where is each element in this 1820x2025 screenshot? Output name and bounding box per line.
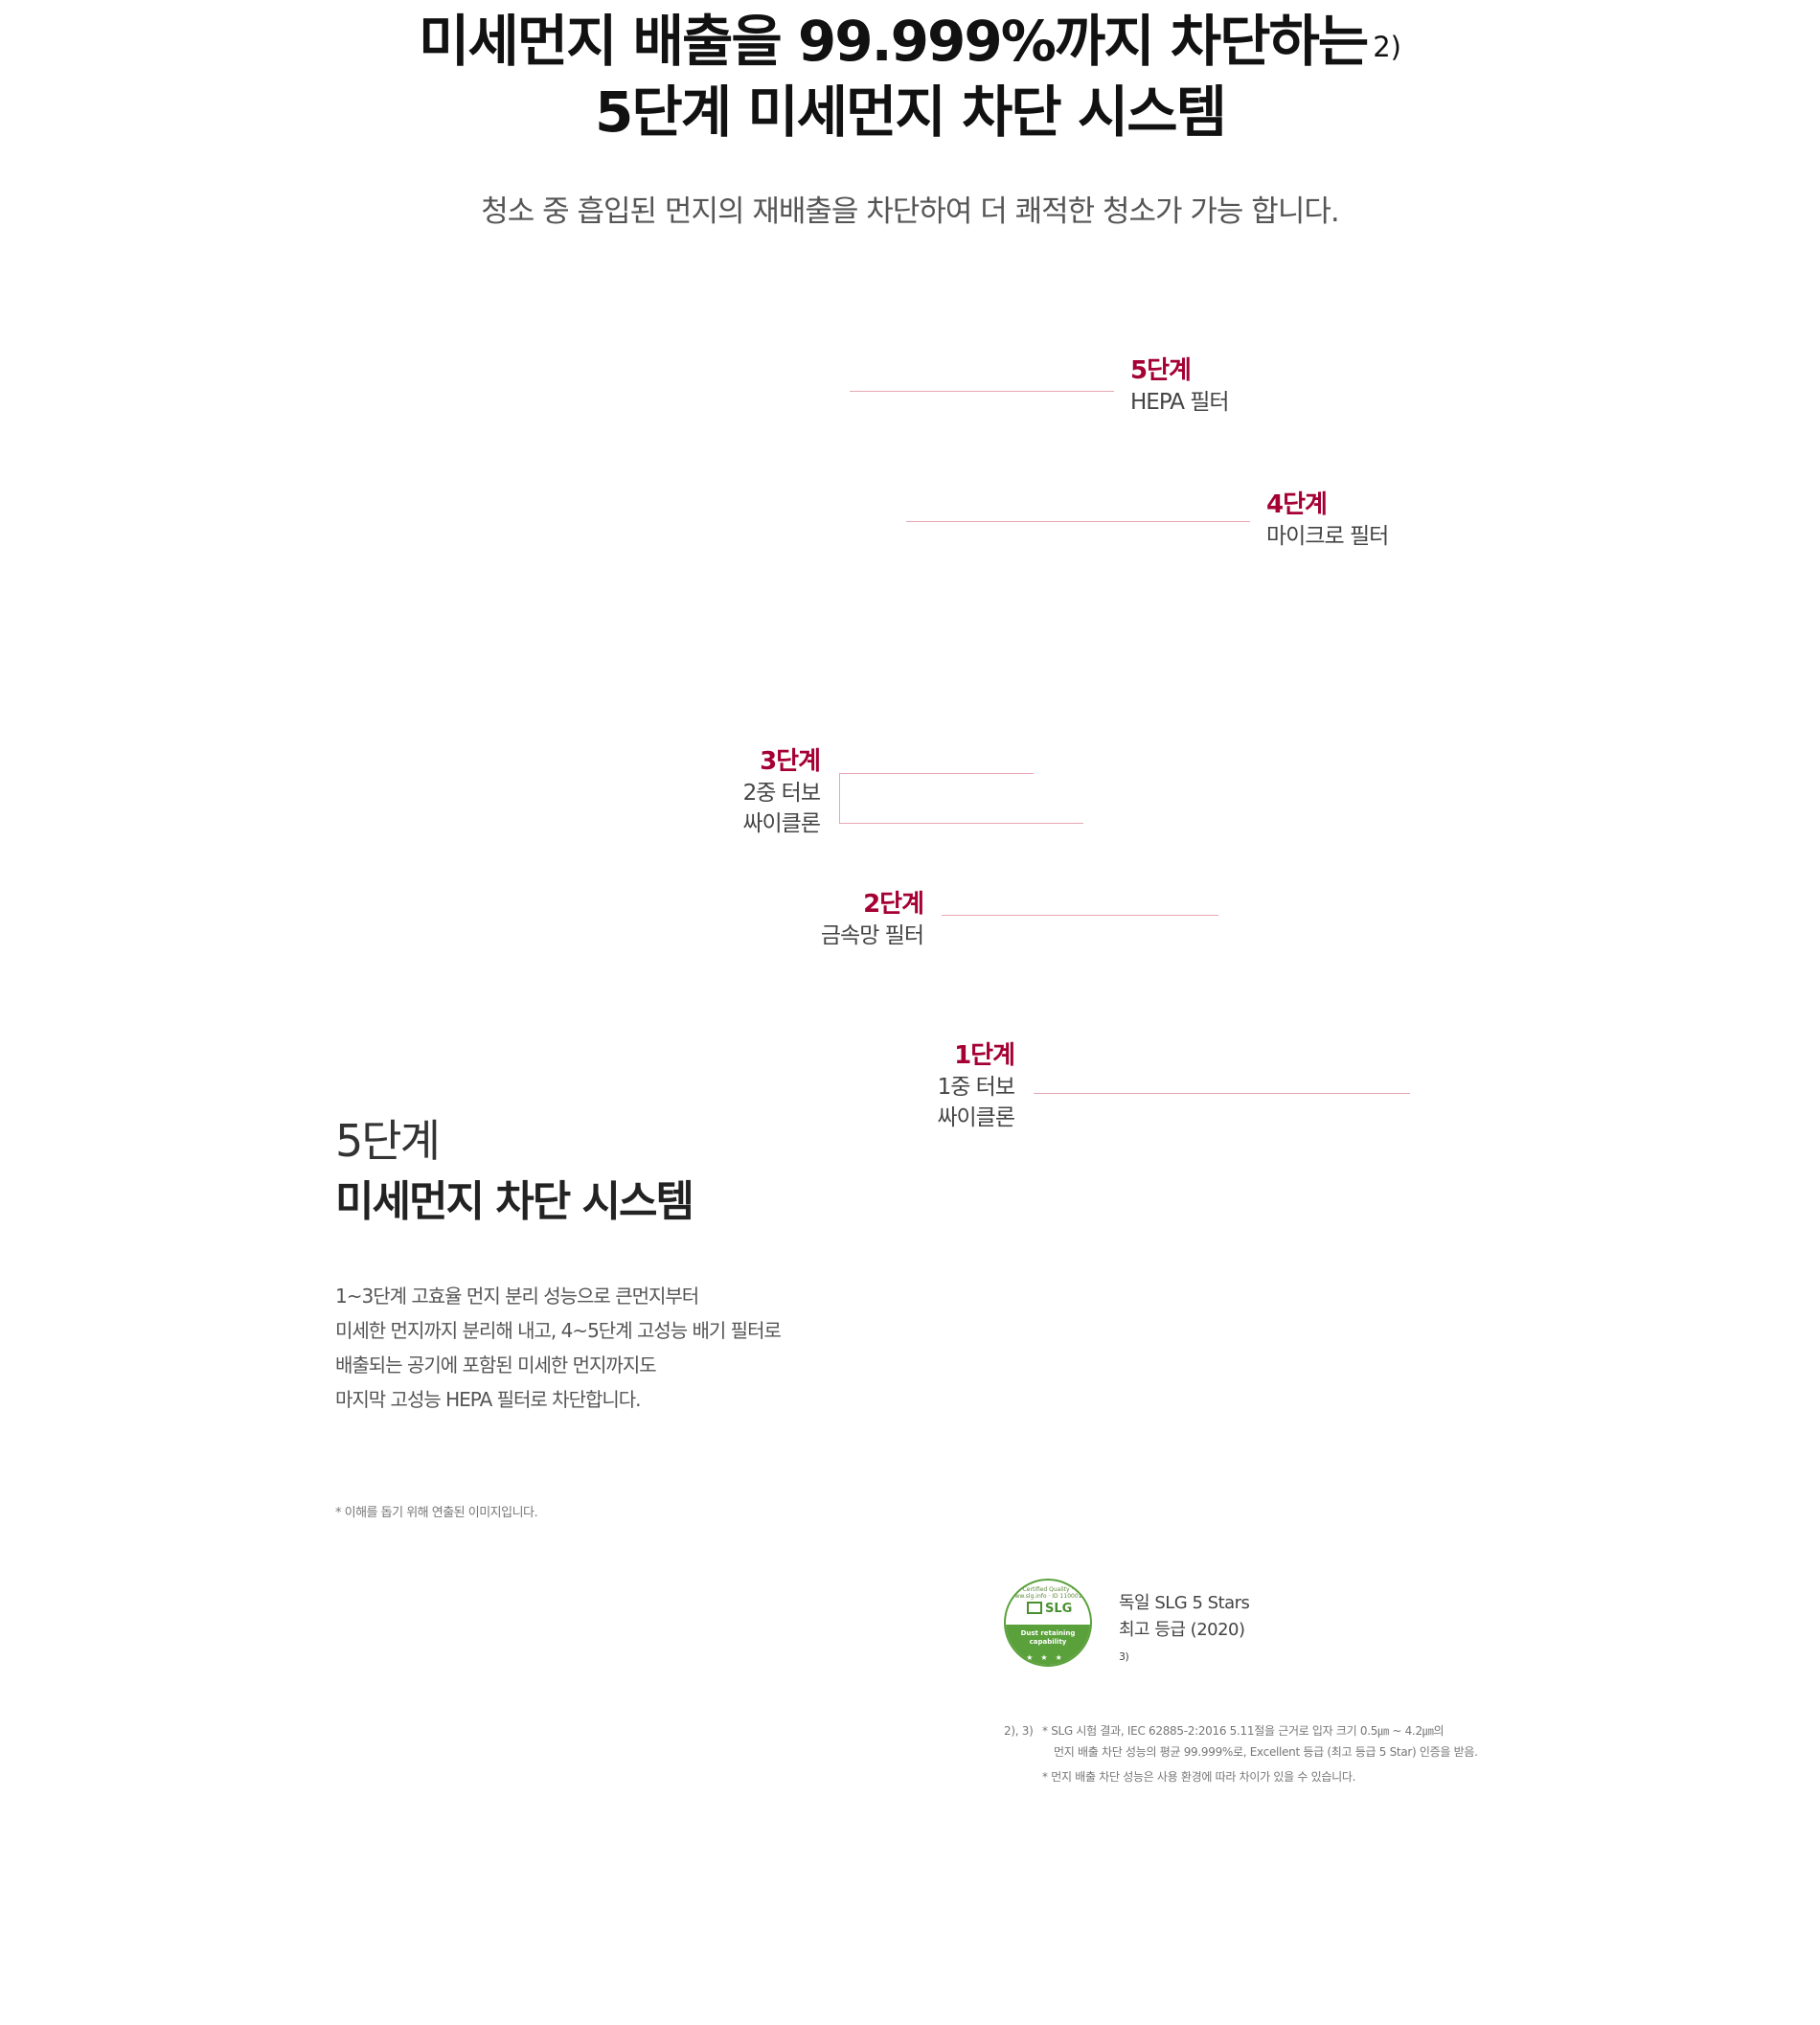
badge-stars-icon: ★★★: [1026, 1653, 1070, 1662]
title-footnote-ref: 2): [1373, 31, 1401, 63]
stage-5-name: HEPA 필터: [1130, 390, 1230, 415]
stage-5-callout: 5단계 HEPA 필터: [1130, 354, 1230, 418]
stage-2-callout: 2단계 금속망 필터: [820, 888, 924, 951]
stage-4-callout: 4단계 마이크로 필터: [1266, 489, 1389, 552]
stage-1-name-line-2: 싸이클론: [937, 1105, 1015, 1130]
description-line: 1~3단계 고효율 먼지 분리 성능으로 큰먼지부터: [335, 1285, 699, 1308]
badge-ring-text: Certified Quality · www.slg.info · ID 11…: [1010, 1586, 1086, 1600]
stage-3-callout: 3단계 2중 터보 싸이클론: [742, 745, 821, 839]
footnote-line-2: 먼지 배출 차단 성능의 평균 99.999%로, Excellent 등급 (…: [1054, 1745, 1478, 1759]
system-title-light: 5단계: [335, 1115, 441, 1167]
badge-caption: 독일 SLG 5 Stars 최고 등급 (2020) 3): [1119, 1590, 1250, 1675]
system-title-bold: 미세먼지 차단 시스템: [335, 1177, 694, 1226]
stage-1-name-line-1: 1중 터보: [937, 1075, 1015, 1100]
description-line: 마지막 고성능 HEPA 필터로 차단합니다.: [335, 1388, 642, 1411]
description-line: 미세한 먼지까지 분리해 내고, 4~5단계 고성능 배기 필터로: [335, 1319, 782, 1342]
badge-caption-line-2: 최고 등급 (2020) 3): [1119, 1620, 1245, 1663]
stage-4-leader-line: [906, 521, 1250, 522]
stage-3-name-line-2: 싸이클론: [742, 811, 821, 836]
title-line-2: 5단계 미세먼지 차단 시스템: [595, 80, 1227, 145]
stage-1-number: 1단계: [954, 1041, 1015, 1070]
stage-2-leader-line: [942, 915, 1218, 916]
badge-caption-line-1: 독일 SLG 5 Stars: [1119, 1593, 1250, 1613]
slg-logo: SLG: [1027, 1602, 1072, 1616]
description-line: 배출되는 공기에 포함된 미세한 먼지까지도: [335, 1354, 657, 1377]
stage-3-leader-line-bottom: [839, 823, 1083, 824]
stage-5-leader-line: [850, 391, 1114, 392]
footnote-reference: 2), 3): [1004, 1724, 1034, 1738]
footnote-line-3: * 먼지 배출 차단 성능은 사용 환경에 따라 차이가 있을 수 있습니다.: [1042, 1770, 1356, 1784]
stage-1-leader-line: [1034, 1093, 1410, 1094]
slg-logo-icon: [1027, 1602, 1042, 1614]
stage-5-number: 5단계: [1130, 356, 1192, 385]
slg-certification-badge: Certified Quality · www.slg.info · ID 11…: [1004, 1579, 1092, 1667]
page-subtitle: 청소 중 흡입된 먼지의 재배출을 차단하여 더 쾌적한 청소가 가능 합니다.: [481, 194, 1339, 229]
system-title: 5단계 미세먼지 차단 시스템: [335, 1111, 694, 1234]
stage-1-callout: 1단계 1중 터보 싸이클론: [937, 1039, 1015, 1133]
badge-label: Dust retaining capability: [1006, 1625, 1090, 1665]
image-disclaimer: * 이해를 돕기 위해 연출된 이미지입니다.: [335, 1506, 538, 1520]
stage-3-number: 3단계: [760, 747, 821, 776]
system-description: 1~3단계 고효율 먼지 분리 성능으로 큰먼지부터 미세한 먼지까지 분리해 …: [335, 1279, 782, 1417]
footnote-line-1: * SLG 시험 결과, IEC 62885-2:2016 5.11절을 근거로…: [1042, 1724, 1445, 1738]
badge-footnote-ref: 3): [1119, 1650, 1129, 1663]
stage-2-number: 2단계: [863, 890, 924, 919]
stage-3-leader-line-top: [839, 773, 1034, 774]
stage-3-leader-line-vertical: [839, 773, 840, 823]
stage-4-number: 4단계: [1266, 490, 1328, 519]
stage-3-name-line-1: 2중 터보: [742, 781, 821, 806]
stage-2-name: 금속망 필터: [820, 923, 924, 948]
stage-4-name: 마이크로 필터: [1266, 524, 1389, 549]
